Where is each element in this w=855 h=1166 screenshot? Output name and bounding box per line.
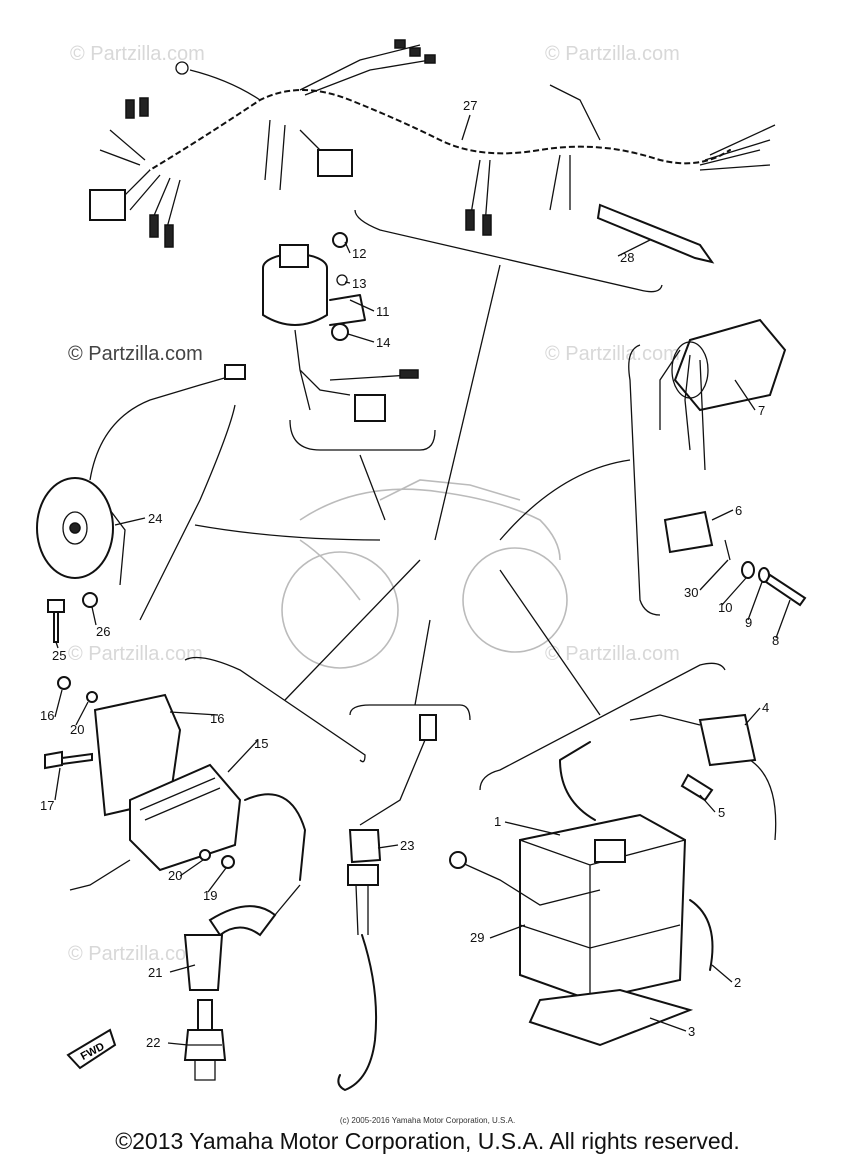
callout-12: 12 (352, 246, 366, 261)
callout-11: 11 (376, 304, 390, 319)
callout-21: 21 (148, 965, 162, 980)
callout-1: 1 (494, 814, 501, 829)
callout-7: 7 (758, 403, 765, 418)
callout-15: 15 (254, 736, 268, 751)
callout-23: 23 (400, 838, 414, 853)
callout-2: 2 (734, 975, 741, 990)
callout-labels: 27 28 12 13 11 14 24 26 25 7 6 30 10 9 8… (40, 98, 779, 1050)
watermark: © Partzilla.com (70, 43, 205, 65)
callout-20: 20 (168, 868, 182, 883)
callout-6: 6 (735, 503, 742, 518)
callout-8: 8 (772, 633, 779, 648)
fwd-arrow: FWD (66, 1028, 117, 1070)
callout-19: 19 (203, 888, 217, 903)
ignition-coil-group (499, 318, 807, 616)
main-switch-group (262, 232, 436, 521)
callout-4: 4 (762, 700, 769, 715)
callout-leaders (54, 114, 791, 1046)
callout-25: 25 (52, 648, 66, 663)
callout-28: 28 (620, 250, 634, 265)
callout-5: 5 (718, 805, 725, 820)
callout-3: 3 (688, 1024, 695, 1039)
callout-27: 27 (463, 98, 477, 113)
horn-group (36, 364, 381, 643)
watermark: © Partzilla.com (68, 643, 203, 665)
watermark: © Partzilla.com (545, 343, 680, 365)
callout-29: 29 (470, 930, 484, 945)
callout-14: 14 (376, 335, 390, 350)
watermark: © Partzilla.com (68, 343, 203, 365)
callout-16: 16 (210, 711, 224, 726)
switch-23-group (337, 619, 471, 1091)
callout-16: 16 (40, 708, 54, 723)
callout-bracket-harness (354, 209, 663, 293)
tie-strap-28 (596, 203, 715, 264)
copyright-main: ©2013 Yamaha Motor Corporation, U.S.A. A… (115, 1128, 740, 1154)
watermark: © Partzilla.com (545, 643, 680, 665)
copyright-small: (c) 2005-2016 Yamaha Motor Corporation, … (339, 1116, 516, 1125)
callout-17: 17 (40, 798, 54, 813)
callout-20: 20 (70, 722, 84, 737)
callout-24: 24 (148, 511, 162, 526)
watermark: © Partzilla.com (545, 43, 680, 65)
cdi-unit-group (44, 559, 421, 891)
callout-10: 10 (718, 600, 732, 615)
callout-13: 13 (352, 276, 366, 291)
spark-plug-group (183, 884, 301, 1081)
callout-9: 9 (745, 615, 752, 630)
motorcycle-outline (281, 479, 568, 669)
wire-harness-27 (89, 39, 776, 248)
callout-30: 30 (684, 585, 698, 600)
callout-22: 22 (146, 1035, 160, 1050)
watermark: © Partzilla.com (68, 943, 203, 965)
battery-group (449, 569, 777, 1047)
callout-26: 26 (96, 624, 110, 639)
